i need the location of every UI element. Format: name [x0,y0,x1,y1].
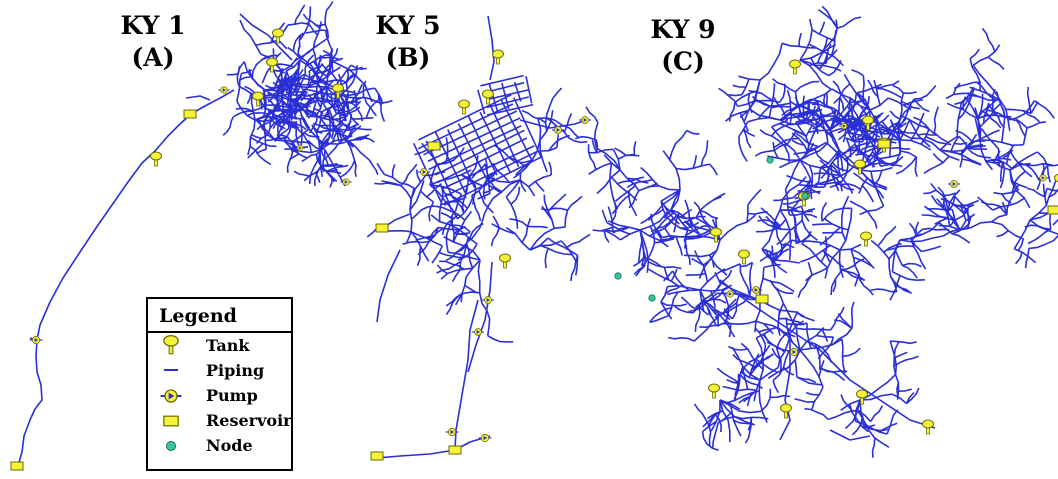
reservoir-icon [183,109,197,119]
pump-icon [1037,174,1049,182]
tank-icon [856,389,868,405]
tank-icon [738,249,750,265]
node-icon [614,272,622,280]
legend-item-node: Node [148,433,291,458]
tank-icon [780,403,792,419]
node-icon [766,156,774,164]
tank-icon [862,115,874,131]
network-ky9 [574,5,1058,458]
pump-icon [552,126,564,134]
tank-icon [789,59,801,75]
reservoir-icon [877,139,891,149]
network-ky1 [10,1,393,471]
tank-icon [922,419,934,435]
legend-label: Piping [206,361,265,380]
tank-icon [252,91,264,107]
tank-icon [154,334,188,358]
pump-icon [29,335,43,345]
panel-title-b: KY 5 (B) [363,10,453,74]
reservoir-icon [755,294,769,304]
legend-item-pump: Pump [148,383,291,408]
tank-icon [458,99,470,115]
pump-icon [472,328,484,336]
pump-icon [838,122,850,130]
tank-icon [150,151,162,167]
legend-label: Pump [206,386,258,405]
tank-icon [332,83,344,99]
tank-icon [492,49,504,65]
panel-letter: (A) [131,43,175,72]
reservoir-icon [375,223,389,233]
legend-item-tank: Tank [148,333,291,358]
network-name: KY 1 [120,11,186,40]
reservoir-icon [427,141,441,151]
reservoir-icon [1047,205,1058,215]
pump-icon [445,427,459,437]
reservoir-icon [163,415,179,427]
pump-icon [218,86,230,94]
tank-icon [266,57,278,73]
pump-icon [750,286,762,294]
panel-title-a: KY 1 (A) [108,10,198,74]
pump-icon [340,178,352,186]
pump-icon [787,347,801,357]
panel-letter: (C) [661,47,705,76]
network-name: KY 5 [375,11,441,40]
pump-icon [154,384,188,408]
tank-icon [163,334,179,355]
reservoir-icon [448,445,462,455]
reservoir-icon [154,409,188,433]
pump-icon [160,389,182,403]
pump-icon [478,433,492,443]
pump-icon [579,116,591,124]
pump-icon [724,290,736,298]
pump-icon [948,180,960,188]
reservoir-icon [370,451,384,461]
panel-letter: (B) [385,43,431,72]
tank-icon [854,159,866,175]
piping-icon [154,359,188,383]
pump-icon [482,296,494,304]
tank-icon [499,253,511,269]
legend-label: Reservoir [206,411,292,430]
legend-item-piping: Piping [148,358,291,383]
tank-icon [272,28,284,44]
legend-title: Legend [148,299,291,333]
legend-label: Node [206,436,253,455]
network-ky5 [366,15,591,461]
node-icon [154,434,188,458]
tank-icon [482,89,494,105]
tank-icon [1054,173,1058,183]
network-name: KY 9 [650,15,716,44]
pump-icon [418,168,430,176]
pump-icon [295,144,305,152]
legend-label: Tank [206,336,250,355]
reservoir-icon [10,461,24,471]
tank-icon [710,227,722,243]
legend-item-reservoir: Reservoir [148,408,292,433]
tank-icon [860,231,872,247]
node-icon [801,192,809,200]
node-icon [648,294,656,302]
panel-title-c: KY 9 (C) [638,14,728,78]
tank-icon [708,383,720,399]
